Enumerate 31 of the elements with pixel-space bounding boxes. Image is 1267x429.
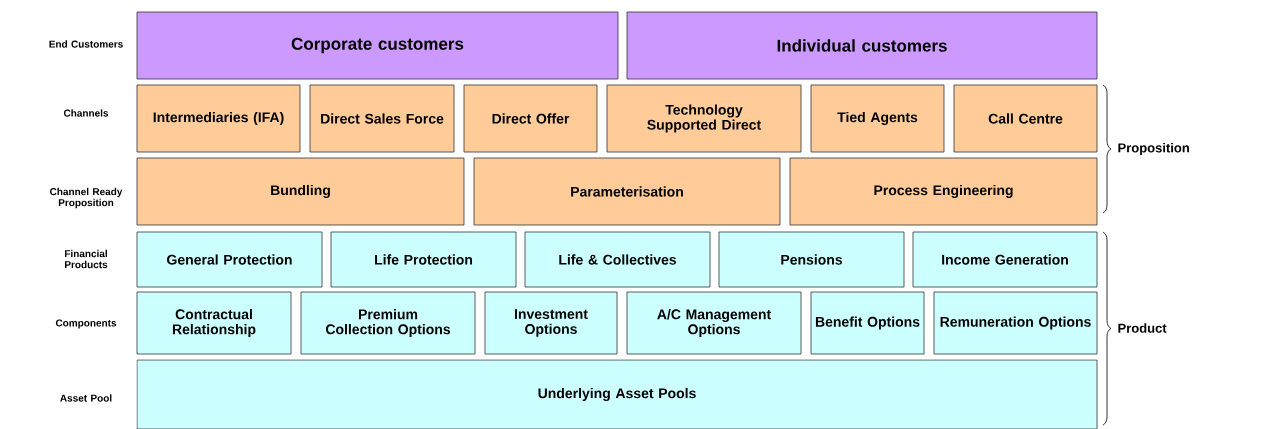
block-box: Income Generation bbox=[912, 231, 1098, 288]
block-box: Underlying Asset Pools bbox=[136, 359, 1098, 429]
group-label: Product bbox=[1118, 323, 1167, 333]
block-box: Direct Offer bbox=[463, 84, 598, 153]
block-box: Direct Sales Force bbox=[309, 84, 455, 153]
row-label: Financial Products bbox=[65, 249, 108, 269]
block-box: Parameterisation bbox=[473, 157, 781, 226]
block-box: A/C Management Options bbox=[626, 291, 802, 355]
block-box: Remuneration Options bbox=[933, 291, 1098, 355]
row-label: Components bbox=[55, 319, 117, 329]
block-box: Contractual Relationship bbox=[136, 291, 292, 355]
block-box: General Protection bbox=[136, 231, 323, 288]
row-label: End Customers bbox=[49, 40, 123, 48]
block-box: Pensions bbox=[718, 231, 905, 288]
block-box: Life & Collectives bbox=[524, 231, 711, 288]
block-box: Tied Agents bbox=[810, 84, 945, 153]
block-box: Call Centre bbox=[953, 84, 1098, 153]
block-box: Benefit Options bbox=[810, 291, 925, 355]
block-box: Bundling bbox=[136, 157, 465, 226]
row-label: Channels bbox=[63, 109, 109, 117]
block-box: Corporate customers bbox=[136, 11, 619, 80]
block-box: Individual customers bbox=[626, 11, 1098, 80]
row-label: Channel Ready Proposition bbox=[50, 187, 123, 209]
block-box: Investment Options bbox=[484, 291, 618, 355]
block-box: Intermediaries (IFA) bbox=[136, 84, 301, 153]
group-label: Proposition bbox=[1118, 142, 1189, 156]
block-box: Technology Supported Direct bbox=[606, 84, 802, 153]
block-box: Process Engineering bbox=[789, 157, 1098, 226]
block-box: Premium Collection Options bbox=[300, 291, 476, 355]
row-label: Asset Pool bbox=[60, 394, 112, 402]
block-box: Life Protection bbox=[330, 231, 517, 288]
